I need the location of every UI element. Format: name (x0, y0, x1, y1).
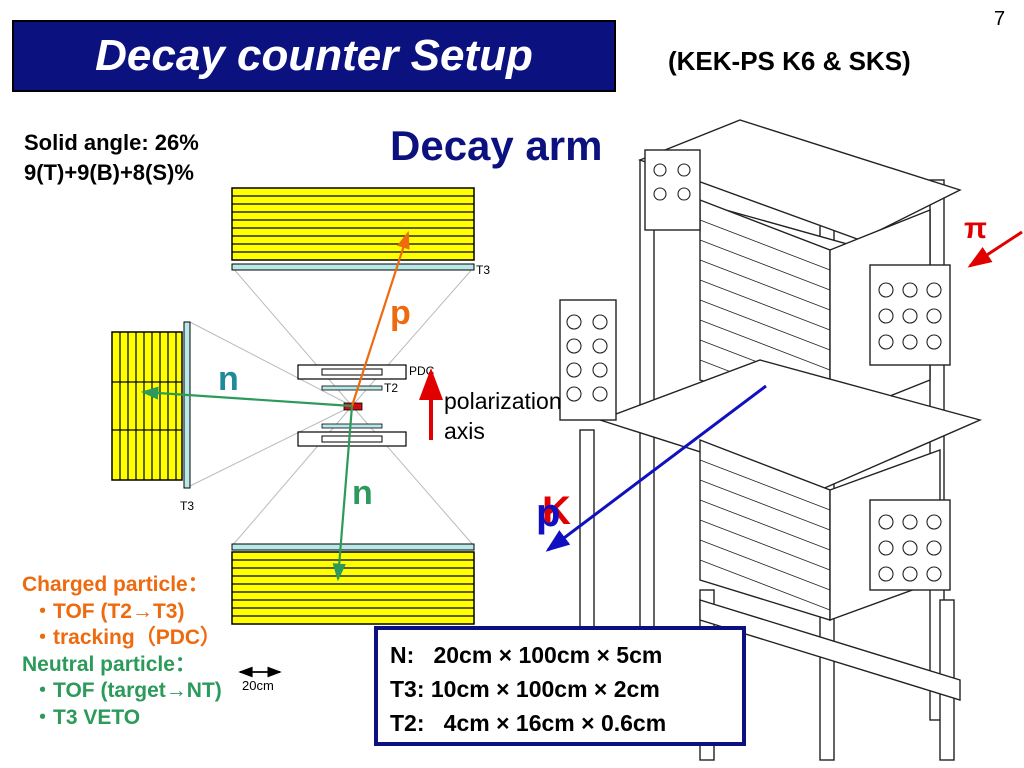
side-neutron-counter (111, 321, 191, 489)
polarization-axis-label: polarization axis (444, 386, 562, 446)
dimension-row: N: 20cm × 100cm × 5cm (390, 642, 663, 668)
solid-angle-text: Solid angle: 26% 9(T)+9(B)+8(S)% (24, 128, 199, 188)
acceptance-lines (189, 266, 475, 547)
experiment-label: (KEK-PS K6 & SKS) (668, 46, 911, 76)
solid-angle-breakdown: 9(T)+9(B)+8(S)% (24, 160, 194, 185)
dimension-row: T2: 4cm × 16cm × 0.6cm (390, 710, 667, 736)
page-number: 7 (994, 8, 1006, 30)
neutral-item: ・TOF (target→NT) (32, 679, 222, 702)
scale-label: 20cm (242, 678, 274, 693)
charged-item: ・TOF (T2→T3) (32, 599, 185, 623)
dimension-row: T3: 10cm × 100cm × 2cm (390, 676, 660, 702)
charged-item: ・tracking（PDC） (32, 626, 222, 649)
proton-beam-label: p (536, 491, 560, 535)
neutral-item: ・T3 VETO (32, 705, 141, 729)
bottom-neutron-counter (231, 543, 475, 625)
detection-legend: Charged particle： ・TOF (T2→T3) ・tracking… (22, 572, 222, 731)
title-banner: Decay counter Setup (12, 20, 616, 92)
pdc-t2-assembly (297, 364, 407, 447)
polarization-label-line2: axis (444, 418, 485, 444)
solid-angle-line: Solid angle: 26% (24, 130, 199, 155)
neutron-track-side (140, 386, 353, 408)
neutron-label-side: n (218, 360, 239, 398)
neutron-track-down (332, 405, 354, 582)
dimensions-box: N: 20cm × 100cm × 5cm T3: 10cm × 100cm ×… (374, 626, 746, 746)
kaon-beam-arrow (545, 384, 767, 552)
scale-bar: 20cm (238, 666, 282, 693)
pion-label: π (964, 212, 987, 245)
proton-label: p (390, 294, 411, 332)
page-title: Decay counter Setup (95, 31, 533, 80)
polarization-label-line1: polarization (444, 388, 562, 414)
pion-beam-arrow (967, 230, 1023, 268)
t2-label: T2 (384, 381, 398, 395)
t3-top-label: T3 (476, 263, 490, 277)
neutral-particle-heading: Neutral particle： (22, 652, 196, 676)
neutron-label-down: n (352, 474, 373, 512)
kaon-label: K (542, 489, 571, 533)
t3-left-label: T3 (180, 499, 194, 513)
charged-particle-heading: Charged particle： (22, 573, 209, 596)
proton-track (350, 230, 410, 407)
top-neutron-counter (231, 187, 475, 271)
pmt-tubes (566, 163, 942, 582)
decay-arm-heading: Decay arm (390, 122, 603, 169)
